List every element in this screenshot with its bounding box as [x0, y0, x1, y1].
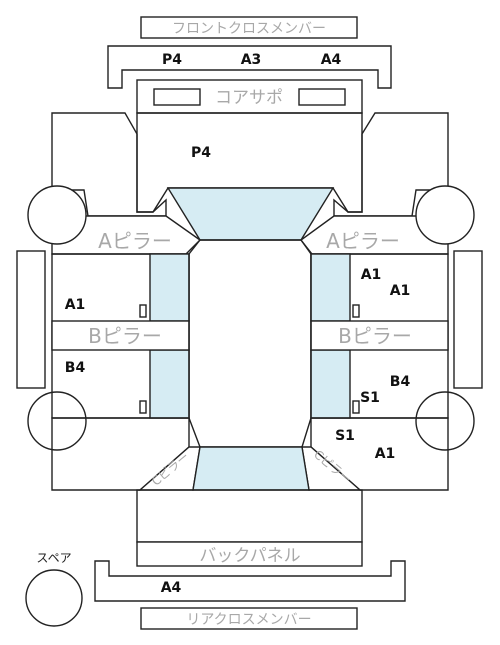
rear-cross-member-bracket	[94, 560, 406, 602]
damage-code-front-right-door-2: A1	[390, 283, 411, 299]
b-pillar-left-label: Bピラー	[88, 324, 162, 348]
c-pillar-left: Cピラー	[138, 446, 201, 491]
spare-label: スペア	[36, 551, 71, 565]
right-rear-window	[310, 349, 351, 419]
roof	[188, 239, 312, 448]
core-support: コアサポ	[136, 79, 363, 114]
right-front-window	[310, 253, 351, 322]
front-cross-member: フロントクロスメンバー P4 A3 A4	[107, 16, 392, 89]
damage-code-front-right-door-1: A1	[361, 267, 382, 283]
a-pillar-right-label: Aピラー	[326, 229, 400, 253]
front-cross-member-label-box	[140, 16, 358, 39]
left-front-door-handle	[139, 304, 147, 318]
damage-code-rear-member: A4	[161, 580, 182, 596]
rear-window	[192, 446, 310, 491]
damage-code-right-quarter-1: S1	[335, 428, 355, 444]
rear-right-tire	[415, 391, 475, 451]
core-support-label: コアサポ	[215, 88, 283, 108]
rear-cross-member-label-box	[140, 607, 358, 630]
damage-code-front-member-1: P4	[162, 52, 182, 68]
left-headlight	[153, 88, 201, 106]
a-pillar-left: Aピラー	[51, 215, 202, 255]
b-pillar-right-label: Bピラー	[338, 324, 412, 348]
left-front-fender	[51, 112, 167, 217]
rear-cross-member-label: リアクロスメンバー	[186, 612, 311, 628]
right-side-sill	[453, 250, 483, 389]
trunk-lid	[136, 489, 363, 543]
front-cross-member-label: フロントクロスメンバー	[172, 21, 326, 37]
back-panel-label: バックパネル	[199, 546, 300, 566]
left-side-sill	[16, 250, 46, 389]
left-rear-window	[149, 349, 190, 419]
b-pillar-right-panel	[310, 320, 449, 351]
front-left-tire	[27, 185, 87, 245]
right-front-fender	[333, 112, 449, 217]
spare-tire	[25, 569, 83, 627]
c-pillar-right: Cピラー	[301, 446, 362, 491]
damage-code-rear-right-door-1: S1	[360, 390, 380, 406]
damage-code-rear-left-door: B4	[65, 360, 86, 376]
a-pillar-left-panel	[51, 215, 202, 255]
front-cross-member-bracket	[107, 45, 392, 89]
right-headlight	[298, 88, 346, 106]
right-front-door-handle	[352, 304, 360, 318]
damage-code-front-member-2: A3	[241, 52, 262, 68]
rear-left-tire	[27, 391, 87, 451]
back-panel-box	[136, 541, 363, 567]
a-pillar-right: Aピラー	[300, 215, 449, 255]
b-pillar-right: Bピラー	[310, 320, 449, 351]
front-right-tire	[415, 185, 475, 245]
b-pillar-left: Bピラー	[51, 320, 190, 351]
right-rear-door-handle	[352, 400, 360, 414]
left-rear-door-handle	[139, 400, 147, 414]
back-panel: バックパネル	[136, 541, 363, 567]
a-pillar-left-label: Aピラー	[98, 229, 172, 253]
left-front-window	[149, 253, 190, 322]
damage-code-hood: P4	[191, 145, 211, 161]
damage-code-rear-right-door-2: B4	[390, 374, 411, 390]
damage-code-right-quarter-2: A1	[375, 446, 396, 462]
damage-code-front-member-3: A4	[321, 52, 342, 68]
damage-code-front-left-door: A1	[65, 297, 86, 313]
windshield	[166, 187, 335, 241]
rear-cross-member: A4 リアクロスメンバー	[94, 560, 406, 630]
